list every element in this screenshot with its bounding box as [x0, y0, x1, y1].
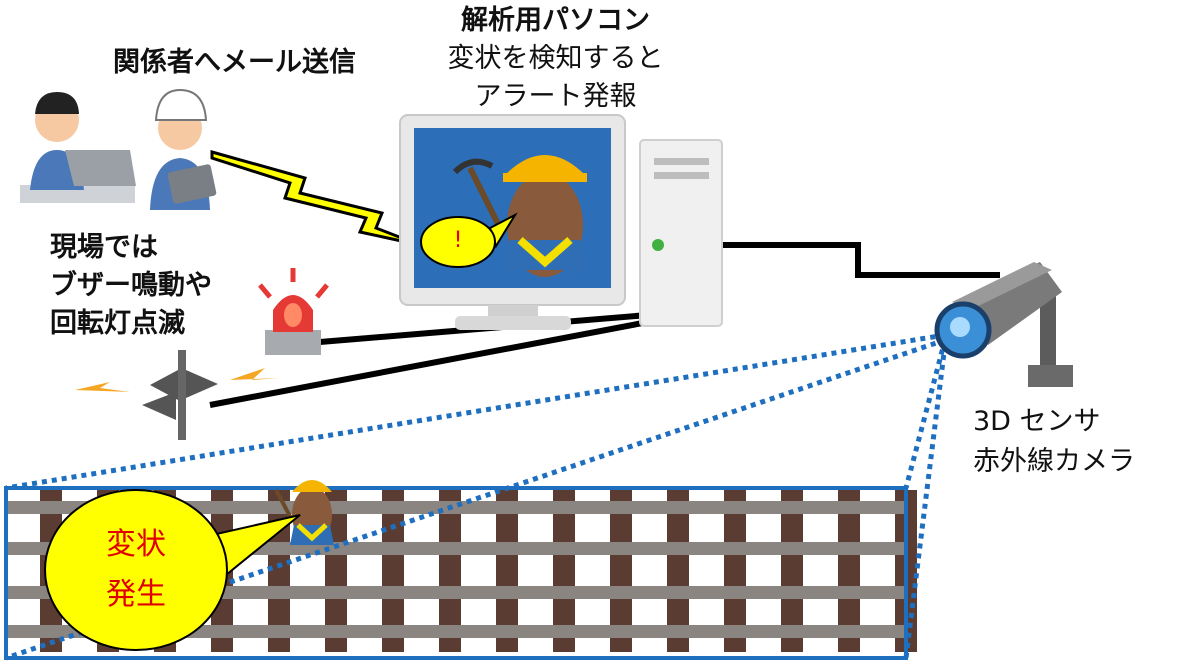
camera-label-line-2: 赤外線カメラ: [973, 446, 1135, 477]
site-label-line-2: ブザー鳴動や: [50, 270, 212, 301]
track-sleeper: [838, 490, 860, 652]
track-sleeper: [439, 490, 461, 652]
office-worker-icon: [20, 92, 136, 203]
track-sleeper: [382, 490, 404, 652]
pc-label: 解析用パソコン 変状を検知すると アラート発報: [418, 2, 693, 116]
mole-worker-on-track-icon: [274, 480, 334, 545]
track-sleeper: [610, 490, 632, 652]
site-label: 現場では ブザー鳴動や 回転灯点滅: [50, 229, 212, 343]
track-sleeper: [496, 490, 518, 652]
deformation-bubble: [44, 489, 301, 651]
deformation-label-line-1: 変状: [106, 527, 166, 562]
track-sleeper: [667, 490, 689, 652]
camera-label: 3D センサ 赤外線カメラ: [973, 402, 1135, 482]
rotating-light-icon: [258, 268, 329, 355]
security-camera-icon: [934, 262, 1073, 387]
speaker-siren-icon: [75, 350, 280, 440]
alert-bubble: [420, 212, 518, 268]
pc-label-line-3: アラート発報: [474, 81, 637, 112]
email-label: 関係者へメール送信: [113, 47, 356, 78]
site-label-line-1: 現場では: [50, 232, 158, 263]
track-frame: [4, 486, 908, 660]
camera-field-of-view: [5, 332, 948, 661]
deformation-label-line-2: 発生: [106, 577, 166, 612]
track-sleeper: [781, 490, 803, 652]
track-sleeper: [553, 490, 575, 652]
deformation-label: 変状 発生: [86, 520, 186, 620]
lightning-signal-icon: [210, 150, 421, 247]
pc-label-line-2: 変状を検知すると: [447, 43, 664, 74]
worker-with-tablet-icon: [150, 88, 217, 210]
alert-symbol: !: [453, 228, 463, 253]
pc-tower-icon: [639, 139, 723, 327]
camera-label-line-1: 3D センサ: [973, 406, 1101, 437]
track-sleeper: [724, 490, 746, 652]
site-label-line-3: 回転灯点滅: [50, 308, 185, 339]
pc-label-line-1: 解析用パソコン: [461, 5, 650, 36]
mole-worker-icon: [452, 155, 588, 277]
